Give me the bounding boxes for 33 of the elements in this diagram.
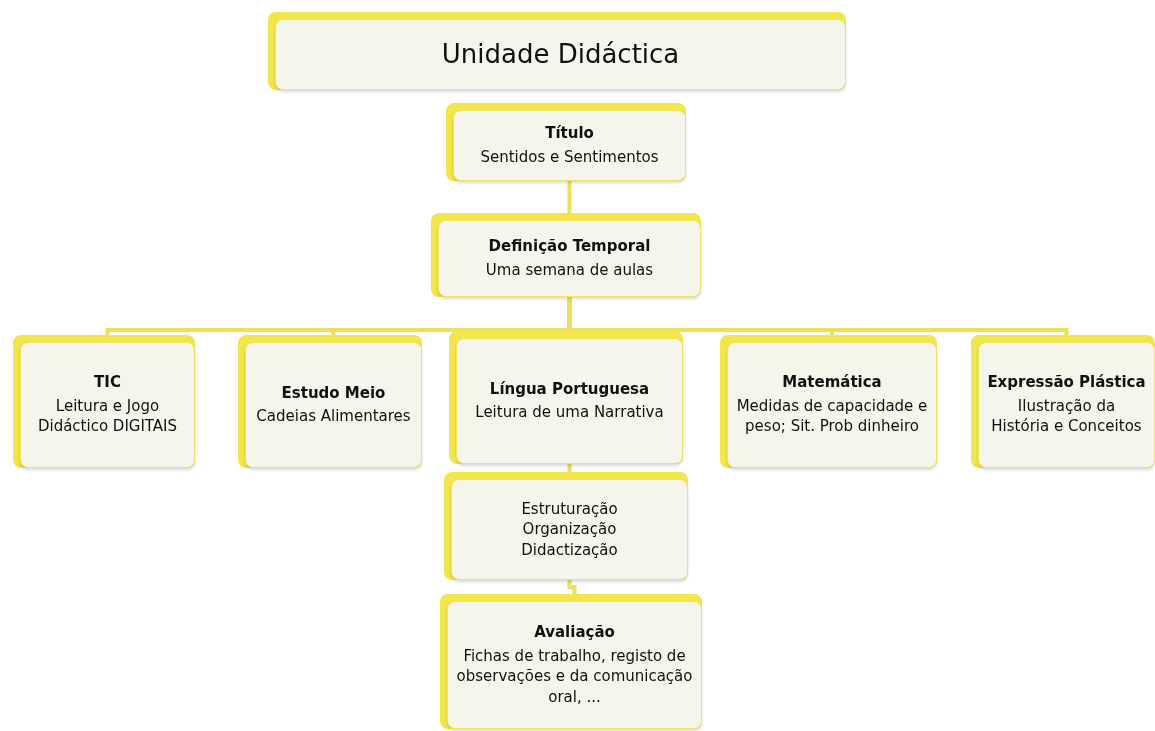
diagram-heading: Unidade Didáctica [441,38,680,71]
topic-box [268,12,846,90]
topic-description: Ilustração da História e Conceitos [990,396,1143,437]
topic-description: Uma semana de aulas [485,259,654,280]
topic-box [446,103,686,181]
topic-description: Medidas de capacidade e peso; Sit. Prob dinheiro [736,396,928,437]
topic-box [431,213,701,297]
topic-description: Sentidos e Sentimentos [480,146,659,167]
connector-line [567,580,577,594]
topic-heading: Avaliação [534,623,615,642]
topic-box [449,331,683,464]
topic-text: Didactização [521,539,618,560]
topic-box [13,335,195,468]
connector-line [567,464,572,472]
topic-heading: Matemática [782,373,882,393]
topic-heading: Estudo Meio [281,383,386,403]
topic-description: Leitura de uma Narrativa [475,402,664,423]
topic-box [971,335,1155,468]
topic-heading: Definição Temporal [488,237,651,256]
topic-text: Estruturação [521,499,618,520]
topic-box [440,594,702,729]
topic-description: Fichas de trabalho, registo de observações e da comunicação oral, ... [456,646,693,707]
topic-heading: TIC [94,373,121,393]
topic-box [444,472,688,580]
topic-box [238,335,422,468]
connector-line [567,181,572,213]
topic-text: Organização [522,519,617,540]
topic-heading: Língua Portuguesa [489,379,650,399]
topic-description: Leitura e Jogo Didáctico DIGITAIS [36,396,179,437]
topic-description: Cadeias Alimentares [256,406,411,427]
topic-box [720,335,937,468]
topic-heading: Título [545,124,594,143]
topic-heading: Expressão Plástica [987,373,1146,393]
